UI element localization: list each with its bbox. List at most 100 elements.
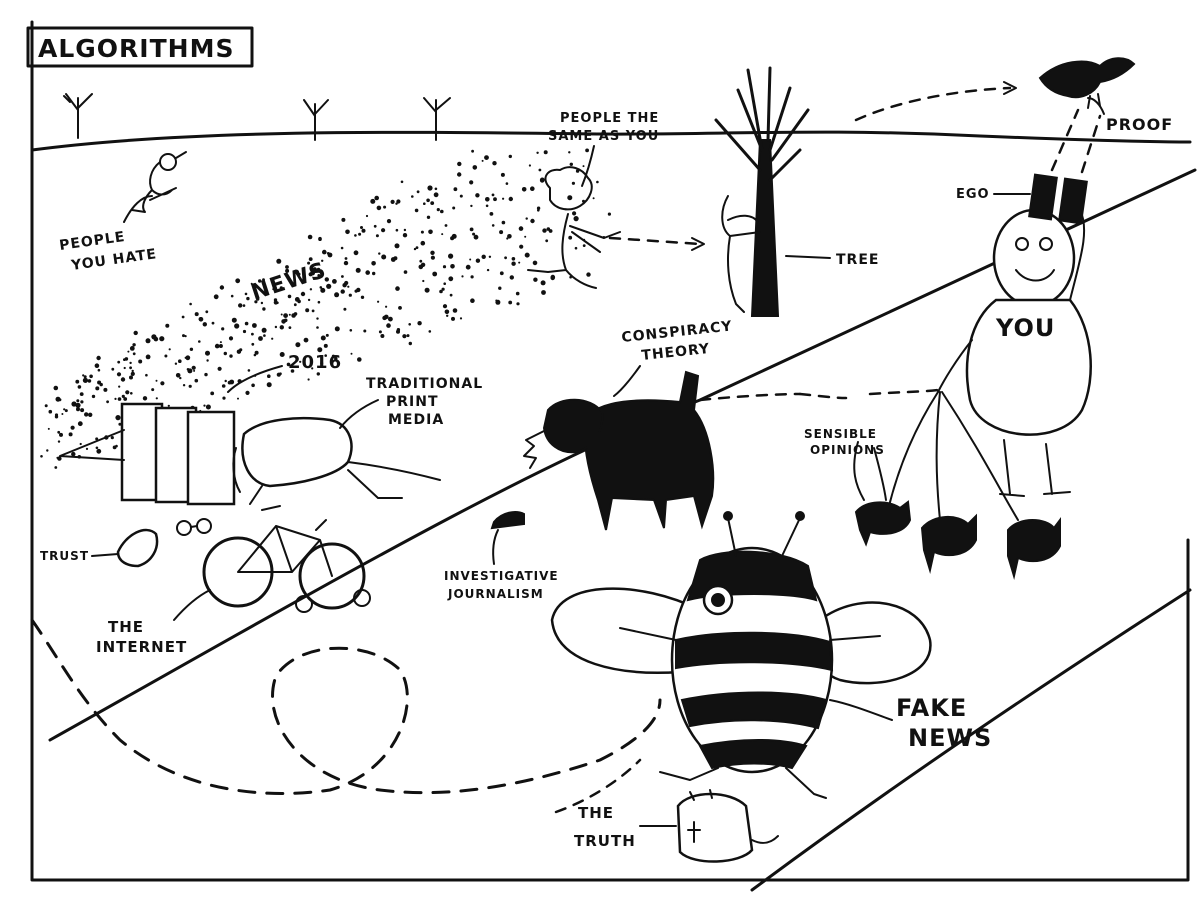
label-print-media-line1: TRADITIONAL	[366, 376, 483, 392]
news-particle	[448, 253, 454, 259]
person-you-hate	[131, 151, 187, 213]
crow-proof	[1038, 57, 1136, 109]
news-particle	[507, 234, 512, 239]
news-particle	[585, 148, 589, 153]
news-particle	[133, 330, 138, 336]
tree-drawing	[714, 66, 810, 317]
news-particle	[347, 285, 350, 288]
news-particle	[290, 369, 295, 373]
news-particle	[582, 244, 586, 248]
news-particle	[354, 234, 357, 237]
news-particle	[406, 334, 410, 338]
news-particle	[515, 291, 520, 296]
news-particle	[481, 159, 484, 162]
news-particle	[575, 169, 580, 173]
news-particle	[48, 409, 53, 414]
news-particle	[332, 279, 337, 284]
news-particle	[80, 400, 84, 404]
news-particle	[287, 294, 292, 299]
news-particle	[84, 412, 89, 417]
news-particle	[365, 214, 369, 218]
news-particle	[400, 180, 404, 184]
news-particle	[120, 377, 126, 382]
news-particle	[191, 365, 196, 370]
news-particle	[491, 224, 495, 227]
news-particle	[218, 344, 223, 348]
news-particle	[279, 286, 283, 290]
news-particle	[117, 397, 122, 401]
news-particle	[297, 299, 301, 304]
label-conspiracy-theory: CONSPIRACY THEORY	[621, 318, 734, 364]
news-particle	[316, 372, 320, 376]
news-particle	[271, 337, 274, 340]
label-fake-news: FAKE NEWS	[896, 694, 991, 752]
label-news: NEWS	[248, 258, 329, 306]
news-particle	[430, 250, 435, 255]
label-the-truth: THE TRUTH	[574, 804, 635, 850]
news-particle	[519, 244, 524, 249]
news-particle	[504, 256, 507, 260]
news-particle	[360, 226, 363, 229]
news-particle	[390, 199, 395, 204]
news-particle	[293, 303, 297, 307]
news-particle	[194, 312, 199, 317]
news-particle	[316, 317, 319, 320]
news-particle	[258, 336, 263, 341]
news-particle	[427, 185, 433, 191]
news-particle	[167, 404, 170, 407]
news-particle	[536, 206, 541, 210]
news-particle	[168, 348, 171, 351]
news-particle	[179, 376, 182, 380]
news-particle	[127, 350, 130, 353]
you-character	[937, 108, 1102, 497]
sensible-opinion-dogs	[854, 500, 1061, 580]
news-particle	[343, 260, 349, 266]
news-particle	[222, 396, 226, 400]
news-particle	[310, 270, 315, 276]
news-particle	[381, 228, 386, 233]
news-particle	[219, 341, 222, 344]
news-particle	[266, 382, 272, 388]
news-particle	[376, 205, 382, 211]
news-particle	[82, 374, 85, 377]
news-particle	[541, 290, 546, 295]
news-particle	[155, 397, 158, 400]
trust-hat	[116, 528, 159, 568]
news-particle	[307, 261, 311, 265]
news-particle	[129, 361, 132, 365]
news-particle	[279, 352, 285, 357]
news-particle	[106, 400, 109, 404]
news-particle	[283, 318, 288, 323]
news-particle	[528, 164, 532, 167]
news-particle	[417, 321, 422, 326]
news-particle	[54, 466, 58, 469]
news-particle	[70, 425, 75, 430]
news-particle	[420, 262, 426, 267]
news-particle	[118, 422, 122, 426]
news-particle	[211, 321, 215, 325]
news-particle	[358, 232, 362, 236]
news-particle	[297, 272, 301, 276]
news-particle	[311, 309, 315, 313]
news-particle	[334, 326, 340, 332]
news-particle	[485, 197, 490, 202]
pointer-proof	[1087, 97, 1105, 115]
news-particle	[299, 360, 302, 363]
news-particle	[378, 330, 382, 334]
news-particle	[385, 305, 388, 308]
news-particle	[530, 186, 535, 191]
news-particle	[450, 264, 455, 269]
news-particle	[285, 265, 289, 269]
news-particle	[236, 349, 242, 354]
news-particle	[488, 255, 492, 258]
news-particle	[377, 300, 380, 303]
news-particle	[449, 293, 453, 297]
label-truth-line1: THE	[578, 804, 614, 822]
news-particle	[155, 379, 158, 382]
news-particle	[415, 246, 419, 250]
news-particle	[312, 267, 317, 272]
news-particle	[378, 252, 381, 255]
news-particle	[444, 224, 448, 227]
news-particle	[247, 369, 251, 372]
